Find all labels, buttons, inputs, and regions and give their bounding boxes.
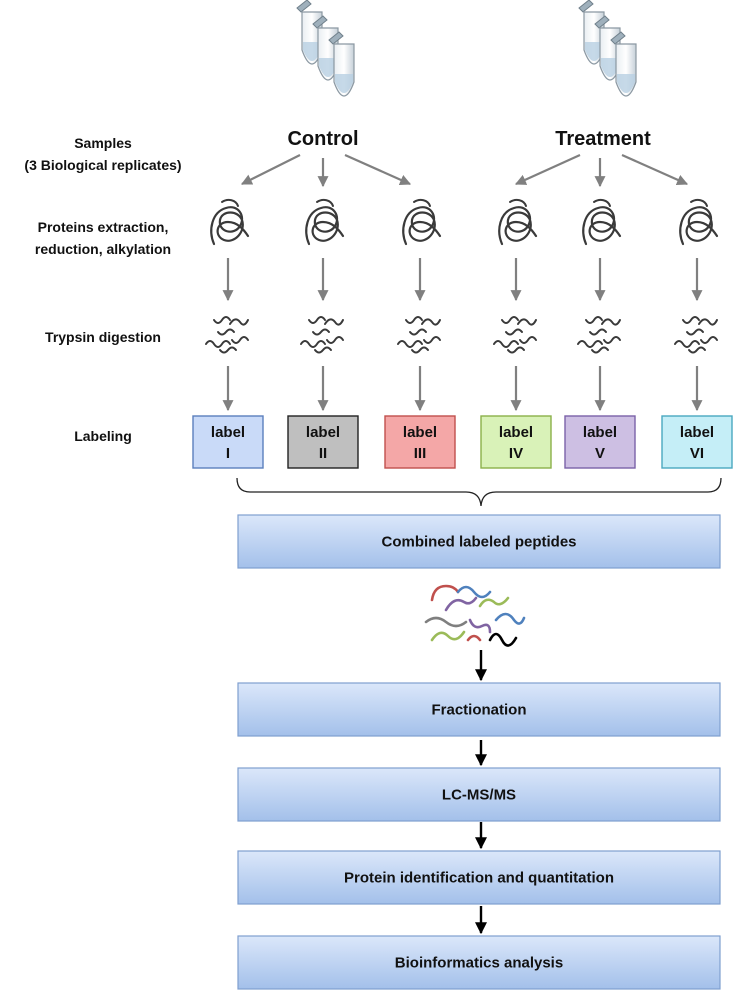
labeling-label: Labeling (74, 428, 132, 444)
folded-protein-icon (582, 198, 622, 246)
process-step-label: Fractionation (431, 702, 526, 719)
label-numeral: IV (509, 445, 523, 462)
sample-split-arrows (241, 153, 689, 188)
sample-columns: labelIlabelIIlabelIIIlabelIVlabelVlabelV… (192, 198, 733, 469)
proteins-label-line1: Proteins extraction, (38, 219, 169, 235)
label-box (192, 415, 264, 469)
label-word: label (583, 424, 617, 441)
folded-protein-icon (210, 198, 250, 246)
samples-label-line2: (3 Biological replicates) (24, 157, 181, 173)
samples-label-line1: Samples (74, 135, 132, 151)
process-step-label: Protein identification and quantitation (344, 870, 614, 887)
label-box (564, 415, 636, 469)
label-word: label (499, 424, 533, 441)
label-word: label (306, 424, 340, 441)
process-step-box (237, 767, 721, 822)
label-word: label (680, 424, 714, 441)
process-step-label: Bioinformatics analysis (395, 955, 563, 972)
label-word: label (403, 424, 437, 441)
peptide-fragments-icon (300, 316, 344, 354)
peptide-fragments-icon (493, 316, 537, 354)
folded-protein-icon (679, 198, 719, 246)
process-step: Bioinformatics analysis (237, 935, 721, 990)
group-title-control: Control (287, 128, 358, 150)
combine-brace (236, 477, 722, 507)
folded-protein-icon (402, 198, 442, 246)
process-step-label: Combined labeled peptides (381, 534, 576, 551)
control-tubes-icon (296, 0, 355, 97)
process-step: LC-MS/MS (237, 767, 721, 822)
group-title-treatment: Treatment (555, 128, 651, 150)
process-step-box (237, 935, 721, 990)
label-numeral: III (414, 445, 427, 462)
label-numeral: I (226, 445, 230, 462)
label-numeral: V (595, 445, 605, 462)
peptide-fragments-icon (205, 316, 249, 354)
process-step-box (237, 514, 721, 569)
process-steps: Combined labeled peptidesFractionationLC… (237, 514, 721, 990)
label-word: label (211, 424, 245, 441)
folded-protein-icon (305, 198, 345, 246)
label-box (480, 415, 552, 469)
treatment-tubes-icon (578, 0, 637, 97)
process-step: Fractionation (237, 682, 721, 737)
process-step-label: LC-MS/MS (442, 787, 516, 804)
label-box (661, 415, 733, 469)
peptide-fragments-icon (577, 316, 621, 354)
folded-protein-icon (498, 198, 538, 246)
label-numeral: II (319, 445, 327, 462)
peptide-fragments-icon (397, 316, 441, 354)
process-step-box (237, 682, 721, 737)
process-step: Combined labeled peptides (237, 514, 721, 569)
peptide-fragments-icon (674, 316, 718, 354)
label-numeral: VI (690, 445, 704, 462)
trypsin-label: Trypsin digestion (45, 329, 161, 345)
label-box (384, 415, 456, 469)
mixed-labeled-peptides-icon (424, 584, 526, 647)
proteins-label-line2: reduction, alkylation (35, 241, 171, 257)
process-step: Protein identification and quantitation (237, 850, 721, 905)
label-box (287, 415, 359, 469)
process-step-box (237, 850, 721, 905)
